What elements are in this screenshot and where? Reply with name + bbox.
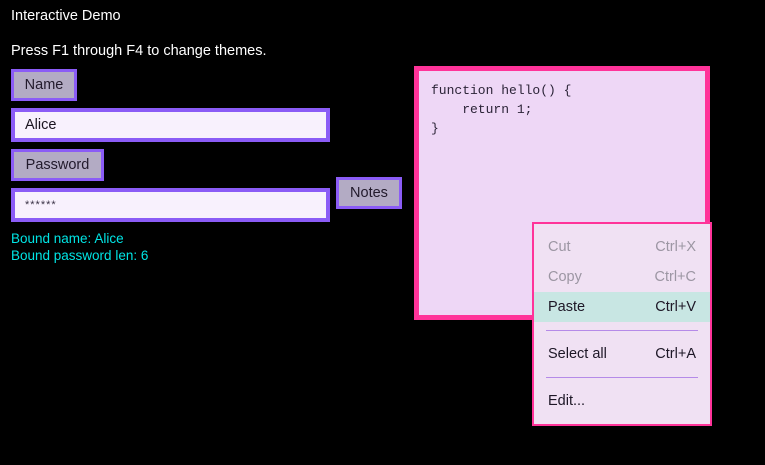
password-input[interactable]: ****** bbox=[11, 188, 330, 222]
menu-separator bbox=[546, 330, 698, 331]
bound-name-status: Bound name: Alice bbox=[11, 231, 124, 246]
menu-item-accelerator: Ctrl+A bbox=[655, 346, 696, 362]
menu-item-copy: Copy Ctrl+C bbox=[534, 262, 710, 292]
name-input[interactable]: Alice bbox=[11, 108, 330, 142]
notes-button[interactable]: Notes bbox=[336, 177, 402, 209]
menu-item-select-all[interactable]: Select all Ctrl+A bbox=[534, 339, 710, 369]
name-label: Name bbox=[11, 69, 77, 101]
menu-item-label: Select all bbox=[548, 346, 607, 362]
menu-item-accelerator: Ctrl+V bbox=[655, 299, 696, 315]
menu-item-label: Cut bbox=[548, 239, 571, 255]
page-title: Interactive Demo bbox=[11, 8, 121, 24]
bound-password-length-status: Bound password len: 6 bbox=[11, 248, 149, 263]
menu-item-label: Paste bbox=[548, 299, 586, 315]
menu-item-paste[interactable]: Paste Ctrl+V bbox=[534, 292, 710, 322]
context-menu[interactable]: Cut Ctrl+X Copy Ctrl+C Paste Ctrl+V Select all… bbox=[532, 222, 712, 426]
password-label: Password bbox=[11, 149, 104, 181]
theme-hint-text: Press F1 through F4 to change themes. bbox=[11, 43, 267, 59]
menu-item-accelerator: Ctrl+C bbox=[654, 269, 697, 285]
menu-item-accelerator: Ctrl+X bbox=[655, 239, 696, 255]
menu-separator bbox=[546, 377, 698, 378]
menu-item-cut: Cut Ctrl+X bbox=[534, 232, 710, 262]
menu-item-label: Edit... bbox=[548, 393, 586, 409]
menu-item-edit[interactable]: Edit... bbox=[534, 386, 710, 416]
menu-item-label: Copy bbox=[548, 269, 582, 285]
